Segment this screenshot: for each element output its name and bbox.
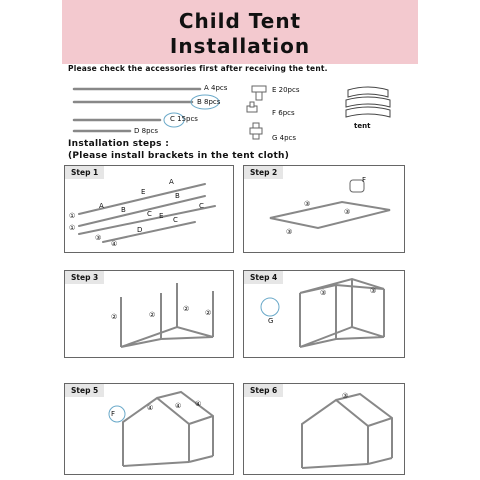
accessory-c-label: C 15pcs (170, 115, 198, 123)
step-6-panel: Step 6 ③ (243, 383, 405, 475)
marker-b2: B (175, 192, 180, 200)
step-2-panel: Step 2 F ③ ③ ③ (243, 165, 405, 253)
marker-c: C (199, 202, 204, 210)
marker-4: ④ (111, 240, 117, 248)
marker-b: B (121, 206, 126, 214)
marker-e2: E (159, 212, 163, 220)
accessory-f-label: F 6pcs (272, 109, 295, 117)
marker-c3: C (173, 216, 178, 224)
steps-subheading: (Please install brackets in the tent clo… (68, 151, 290, 161)
step-3-label: Step 3 (65, 271, 105, 284)
title-banner: Child Tent Installation (62, 0, 418, 64)
step-1-panel: Step 1 ① ① ③ ④ A A B B C C E E D C (64, 165, 234, 253)
step3-marker-2c: ② (183, 305, 189, 313)
accessories-diagram (72, 85, 391, 140)
step4-marker-g: G (268, 317, 273, 325)
step2-marker-3b: ③ (344, 208, 350, 216)
step-5-label: Step 5 (65, 384, 105, 397)
step-5-diagram: F ④ ④ ④ (108, 390, 214, 467)
step2-marker-f: F (362, 176, 366, 184)
step-3-panel: Step 3 ② ② ② ② (64, 270, 234, 358)
marker-1: ① (69, 212, 75, 220)
step-1-diagram: ① ① ③ ④ A A B B C C E E D C (69, 178, 216, 248)
step3-marker-2: ② (111, 313, 117, 321)
step5-marker-f: F (111, 410, 115, 418)
marker-e: E (141, 188, 145, 196)
step3-marker-2d: ② (205, 309, 211, 317)
accessory-a-label: A 4pcs (204, 84, 228, 92)
step6-marker-3: ③ (342, 392, 348, 400)
step-1-label: Step 1 (65, 166, 105, 179)
accessories-note: Please check the accessories first after… (68, 64, 328, 73)
step-6-label: Step 6 (244, 384, 284, 397)
step-6-diagram: ③ (301, 392, 393, 469)
step-2-diagram: F ③ ③ ③ (269, 176, 391, 236)
step3-marker-2b: ② (149, 311, 155, 319)
step2-marker-3: ③ (304, 200, 310, 208)
step4-marker-3b: ③ (370, 287, 376, 295)
accessory-b-label: B 8pcs (197, 98, 221, 106)
accessory-g-label: G 4pcs (272, 134, 297, 142)
step-5-panel: Step 5 F ④ ④ ④ (64, 383, 234, 475)
accessory-e-label: E 20pcs (272, 86, 300, 94)
step-4-label: Step 4 (244, 271, 284, 284)
step5-marker-4b: ④ (175, 402, 181, 410)
step-3-diagram: ② ② ② ② (111, 283, 214, 348)
marker-a2: A (169, 178, 174, 186)
step-2-label: Step 2 (244, 166, 284, 179)
title-line-1: Child Tent (178, 9, 302, 33)
title-line-2: Installation (169, 34, 311, 58)
step-4-diagram: G ③ ③ (260, 277, 385, 348)
step5-marker-4c: ④ (195, 400, 201, 408)
step4-marker-3: ③ (320, 289, 326, 297)
marker-3: ③ (95, 234, 101, 242)
step2-marker-3c: ③ (286, 228, 292, 236)
marker-1b: ① (69, 224, 75, 232)
accessory-tent-label: tent (354, 122, 371, 130)
step5-marker-4: ④ (147, 404, 153, 412)
step-4-panel: Step 4 G ③ ③ (243, 270, 405, 358)
accessory-d-label: D 8pcs (134, 127, 159, 135)
steps-heading: Installation steps : (68, 139, 170, 149)
marker-d: D (137, 226, 142, 234)
marker-c2: C (147, 210, 152, 218)
marker-a: A (99, 202, 104, 210)
